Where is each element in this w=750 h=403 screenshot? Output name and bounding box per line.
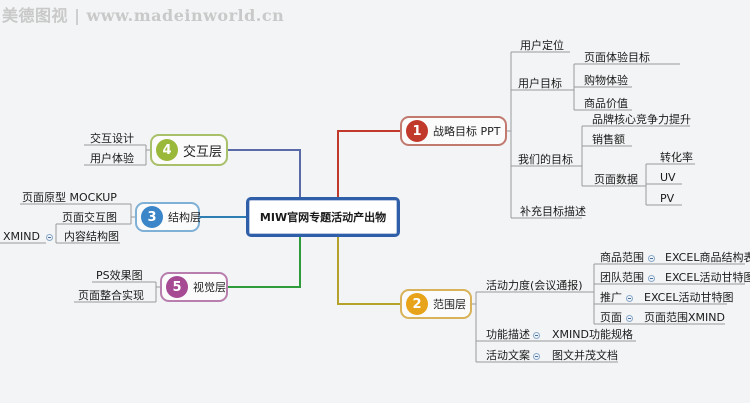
number-badge-5: 5 [166, 276, 188, 298]
collapse-icon[interactable] [46, 234, 53, 241]
node-conversion-rate[interactable]: 转化率 [660, 151, 693, 164]
collapse-icon[interactable] [648, 275, 655, 282]
node-page-data[interactable]: 页面数据 [594, 173, 638, 186]
topic-label: 战略目标 PPT [433, 125, 501, 138]
topic-interaction[interactable]: 4 交互层 [150, 134, 228, 166]
central-topic[interactable]: MIW官网专题活动产出物 [246, 197, 400, 237]
node-xmind[interactable]: XMIND [3, 230, 40, 243]
node-extra-goal[interactable]: 补充目标描述 [520, 205, 586, 218]
topic-label: 视觉层 [193, 281, 226, 294]
node-page-experience-goal[interactable]: 页面体验目标 [584, 51, 650, 64]
topic-label: 结构层 [168, 211, 201, 224]
node-ps-mockup[interactable]: PS效果图 [96, 269, 143, 282]
node-content-structure[interactable]: 内容结构图 [64, 230, 119, 243]
node-brand-competitiveness[interactable]: 品牌核心竞争力提升 [592, 113, 691, 126]
topic-label: 交互层 [183, 144, 223, 160]
collapse-icon[interactable] [648, 255, 655, 262]
node-copy-doc[interactable]: 图文并茂文档 [552, 349, 618, 362]
node-page-prototype[interactable]: 页面原型 MOCKUP [22, 191, 117, 204]
topic-strategy[interactable]: 1 战略目标 PPT [400, 116, 507, 146]
node-interaction-design[interactable]: 交互设计 [90, 132, 134, 145]
collapse-icon[interactable] [626, 295, 633, 302]
node-product-value[interactable]: 商品价值 [584, 97, 628, 110]
node-sales[interactable]: 销售额 [592, 133, 625, 146]
topic-label: 范围层 [433, 298, 466, 311]
node-user-goal[interactable]: 用户目标 [518, 77, 562, 90]
node-promotion[interactable]: 推广 [600, 291, 622, 304]
number-badge-2: 2 [406, 293, 428, 315]
number-badge-3: 3 [141, 206, 163, 228]
node-team-scope[interactable]: 团队范围 [600, 271, 644, 284]
node-page-integration[interactable]: 页面整合实现 [78, 289, 144, 302]
node-activity-strength[interactable]: 活动力度(会议通报) [486, 279, 583, 292]
node-uv[interactable]: UV [660, 171, 676, 184]
branch-interaction [228, 149, 301, 197]
collapse-icon[interactable] [533, 353, 540, 360]
node-team-scope-doc[interactable]: EXCEL活动甘特图 [665, 271, 750, 284]
topic-visual[interactable]: 5 视觉层 [160, 272, 228, 302]
node-page[interactable]: 页面 [600, 311, 622, 324]
node-pv[interactable]: PV [660, 192, 675, 205]
node-function-doc[interactable]: XMIND功能规格 [552, 328, 633, 341]
node-user-position[interactable]: 用户定位 [520, 39, 564, 52]
node-user-experience[interactable]: 用户体验 [90, 152, 134, 165]
branch-strategy [337, 130, 400, 197]
node-promotion-doc[interactable]: EXCEL活动甘特图 [644, 291, 734, 304]
branch-scope [337, 237, 400, 305]
number-badge-1: 1 [406, 120, 428, 142]
node-function-desc[interactable]: 功能描述 [486, 328, 530, 341]
branch-visual [228, 237, 301, 288]
topic-scope[interactable]: 2 范围层 [400, 289, 472, 319]
node-page-doc[interactable]: 页面范围XMIND [644, 311, 725, 324]
node-product-scope[interactable]: 商品范围 [600, 251, 644, 264]
node-activity-copy[interactable]: 活动文案 [486, 349, 530, 362]
topic-structure[interactable]: 3 结构层 [135, 202, 201, 232]
node-product-scope-doc[interactable]: EXCEL商品结构表 [665, 251, 750, 264]
watermark: 美德图视 | www.madeinworld.cn [2, 6, 285, 25]
node-shopping-experience[interactable]: 购物体验 [584, 74, 628, 87]
collapse-icon[interactable] [533, 332, 540, 339]
node-page-interaction-diagram[interactable]: 页面交互图 [62, 211, 117, 224]
node-our-goal[interactable]: 我们的目标 [518, 153, 573, 166]
number-badge-4: 4 [156, 139, 178, 161]
collapse-icon[interactable] [626, 315, 633, 322]
